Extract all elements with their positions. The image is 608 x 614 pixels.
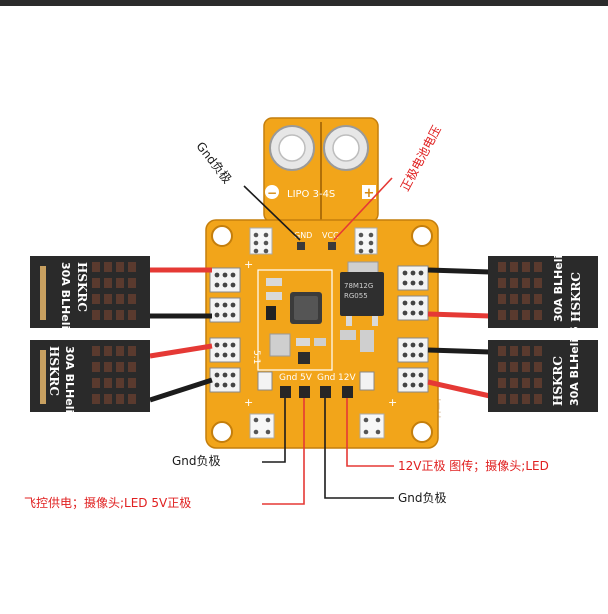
wire-red — [149, 343, 213, 359]
leader-gnd-bottom — [324, 398, 394, 499]
chip-label: 78M12G — [344, 282, 373, 290]
esc-model: 30A BLHeli-S — [59, 262, 72, 342]
annotation-fc-power-5v: 飞控供电；摄像头;LED 5V正极 — [24, 496, 192, 510]
wire-red — [427, 311, 491, 319]
leader-vcc — [333, 177, 393, 241]
esc-wires — [149, 267, 491, 403]
annotation-12v-positive: 12V正极 图传；摄像头;LED — [398, 459, 549, 473]
mount-hole-tr — [411, 225, 433, 247]
svg-text:+: + — [244, 258, 253, 271]
wire-black — [427, 347, 491, 355]
wire-black — [427, 267, 491, 275]
leader-lines — [243, 177, 394, 505]
side-mark: 5.1 — [251, 350, 261, 364]
right-solder-pads — [397, 265, 429, 393]
esc-brand: HSKRC — [75, 262, 89, 312]
regulator-section: 5.1 — [251, 269, 333, 371]
top-bar — [0, 0, 608, 6]
leader-5v — [262, 398, 305, 505]
vcc-pad-label: VCC — [322, 231, 339, 240]
pcb-board: − + LIPO 3-4S GND VCC — [205, 117, 439, 449]
plus-symbol: + — [364, 186, 375, 201]
pin-header-bottom-right — [359, 413, 385, 439]
esc-brand: HSKRC — [569, 272, 583, 322]
esc-model: 30A BLHeli-S — [568, 326, 581, 406]
esc-model: 30A BLHeli-S — [552, 242, 565, 322]
output-pads: Gnd 5V Gnd 12V — [257, 371, 375, 398]
esc-top-right: 30A BLHeli-S HSKRC — [488, 242, 598, 328]
minus-symbol: − — [267, 186, 277, 200]
output-label-5v: 5V — [300, 373, 313, 383]
leader-gnd-left — [262, 398, 286, 463]
pin-header-bottom-left — [249, 413, 275, 439]
voltage-regulator-chip: 78M12G RG055 — [340, 261, 384, 352]
lipo-label: LIPO 3-4S — [287, 189, 335, 200]
leader-12v — [346, 398, 394, 467]
output-label-gnd-1: Gnd — [279, 373, 297, 383]
esc-brand: HSKRC — [47, 346, 61, 396]
svg-text:+: + — [388, 396, 397, 409]
esc-model: 30A BLHeli-S — [63, 346, 76, 426]
mount-hole-br — [411, 421, 433, 443]
main-board — [205, 219, 439, 449]
leader-gnd-top — [243, 185, 301, 241]
gnd-pad — [297, 242, 305, 250]
chip-sub: RG055 — [344, 292, 368, 300]
esc-top-left: 30A BLHeli-S HSKRC — [30, 256, 150, 342]
mount-hole-bl — [211, 421, 233, 443]
esc-brand: HSKRC — [551, 356, 565, 406]
pin-header-top-left — [249, 227, 273, 255]
vcc-pad — [328, 242, 336, 250]
svg-text:+: + — [244, 396, 253, 409]
output-label-gnd-2: Gnd — [317, 373, 335, 383]
esc-bottom-right: HSKRC 30A BLHeli-S — [488, 326, 598, 412]
pin-header-top-right — [354, 227, 378, 255]
mount-hole-tl — [211, 225, 233, 247]
wire-black — [149, 377, 213, 403]
annotation-gnd-negative-left: Gnd负极 — [172, 454, 221, 468]
gnd-pad-label: GND — [294, 231, 312, 240]
annotation-gnd-negative-bottom: Gnd负极 — [398, 491, 447, 505]
output-label-12v: 12V — [338, 373, 356, 383]
esc-bottom-left: HSKRC 30A BLHeli-S — [30, 340, 150, 426]
wire-red — [427, 379, 491, 399]
left-solder-pads — [209, 267, 241, 393]
